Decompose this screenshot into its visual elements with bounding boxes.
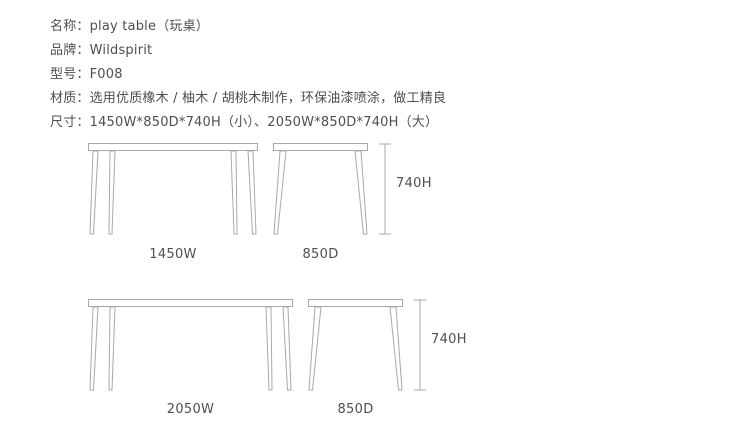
width-dimension-label-large: 2050W (166, 402, 215, 417)
height-dimension-line-large (413, 299, 427, 391)
height-dimension-label-small: 740H (396, 176, 432, 191)
width-dimension-label-small: 1450W (149, 247, 197, 262)
table-front-view-large (88, 299, 293, 391)
spec-line-size: 尺寸：1450W*850D*740H（小）、2050W*850D*740H（大） (50, 111, 446, 135)
spec-value-size: 1450W*850D*740H（小）、2050W*850D*740H（大） (89, 115, 439, 130)
table-side-drawing-large (308, 299, 403, 391)
spec-line-name: 名称：play table（玩桌） (50, 15, 446, 39)
table-side-drawing-small (273, 143, 368, 235)
spec-line-brand: 品牌：Wildspirit (50, 39, 446, 63)
spec-value-name: play table（玩桌） (89, 19, 209, 34)
spec-label-size: 尺寸： (50, 115, 90, 130)
spec-label-name: 名称： (50, 19, 90, 34)
table-front-view-small (88, 143, 258, 235)
dimension-line-icon (414, 299, 426, 391)
spec-value-brand: Wildspirit (89, 43, 153, 58)
spec-line-material: 材质：选用优质橡木 / 柚木 / 胡桃木制作，环保油漆喷涂，做工精良 (50, 87, 446, 111)
depth-dimension-label-small: 850D (302, 247, 339, 262)
table-front-drawing-large (88, 299, 293, 391)
spec-value-material: 选用优质橡木 / 柚木 / 胡桃木制作，环保油漆喷涂，做工精良 (89, 91, 447, 106)
table-side-view-small (273, 143, 368, 235)
spec-label-brand: 品牌： (50, 43, 90, 58)
table-front-drawing-small (88, 143, 258, 235)
table-side-view-large (308, 299, 403, 391)
product-specs: 名称：play table（玩桌） 品牌：Wildspirit 型号：F008 … (50, 15, 446, 135)
spec-value-model: F008 (89, 67, 123, 82)
height-dimension-line-small (378, 143, 392, 235)
dimension-line-icon (379, 143, 391, 235)
depth-dimension-label-large: 850D (337, 402, 374, 417)
spec-label-material: 材质： (50, 91, 90, 106)
spec-line-model: 型号：F008 (50, 63, 446, 87)
height-dimension-label-large: 740H (431, 332, 467, 347)
spec-label-model: 型号： (50, 67, 90, 82)
